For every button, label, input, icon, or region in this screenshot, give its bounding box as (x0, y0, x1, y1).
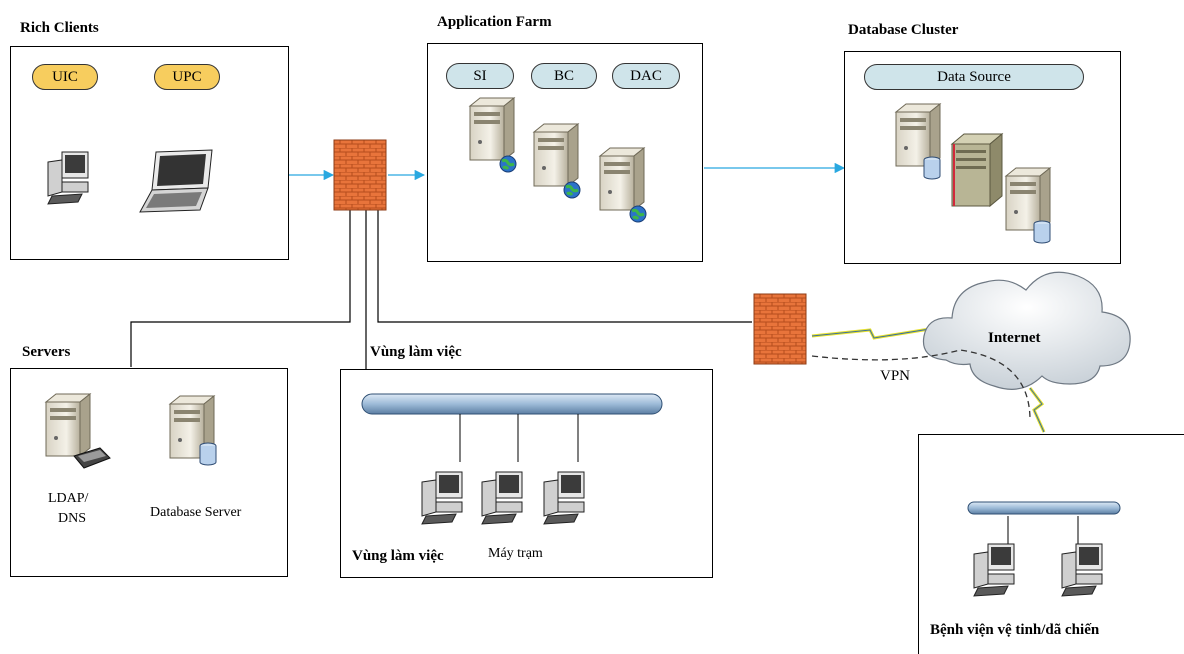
ldap-label-line1: LDAP/ (48, 491, 89, 506)
database-server-icon (169, 395, 217, 466)
bc-tag: BC (531, 63, 597, 89)
si-tag: SI (446, 63, 514, 89)
uic-tag: UIC (32, 64, 98, 90)
edge-firewall-icon (753, 293, 807, 365)
workspace-title: Vùng làm việc (370, 344, 462, 360)
workstations-label: Máy trạm (488, 546, 543, 561)
vpn-label: VPN (880, 368, 911, 384)
app-server-1-icon (469, 97, 518, 174)
rich-clients-box (10, 46, 289, 260)
data-source-tag: Data Source (864, 64, 1084, 90)
rich-clients-title: Rich Clients (20, 20, 99, 36)
hospital-bus (967, 501, 1121, 515)
internet-label: Internet (988, 330, 1041, 346)
workspace-inner-label: Vùng làm việc (352, 548, 444, 564)
hospital-pc-2-icon (1061, 543, 1103, 597)
desktop-pc-icon (47, 151, 89, 205)
hospital-title: Bệnh viện vệ tinh/dã chiến (930, 622, 1100, 638)
workstation-3-icon (543, 471, 585, 525)
internet-cloud (922, 271, 1131, 390)
workstation-2-icon (481, 471, 523, 525)
db-cluster-title: Database Cluster (848, 22, 959, 38)
upc-tag: UPC (154, 64, 220, 90)
database-server-label: Database Server (150, 505, 242, 520)
workspace-bus (361, 393, 663, 415)
app-server-3-icon (599, 147, 648, 224)
ldap-label-line2: DNS (58, 511, 87, 526)
laptop-icon (139, 149, 213, 213)
hospital-box (918, 434, 1184, 654)
dac-tag: DAC (612, 63, 680, 89)
db-server-2-icon (1005, 167, 1051, 244)
line-firewall-to-edge-firewall (377, 210, 752, 323)
app-farm-title: Application Farm (437, 14, 552, 30)
workstation-1-icon (421, 471, 463, 525)
main-firewall-icon (333, 139, 387, 211)
line-firewall-to-servers (130, 210, 351, 367)
hospital-pc-1-icon (973, 543, 1015, 597)
app-server-2-icon (533, 123, 582, 200)
workspace-network (361, 393, 663, 462)
storage-array-icon (950, 132, 1004, 208)
lightning-link-hospital (1028, 387, 1046, 433)
servers-title: Servers (22, 344, 71, 360)
vpn-tunnel (811, 349, 1031, 421)
ldap-server-icon (45, 393, 111, 469)
db-server-1-icon (895, 103, 941, 180)
